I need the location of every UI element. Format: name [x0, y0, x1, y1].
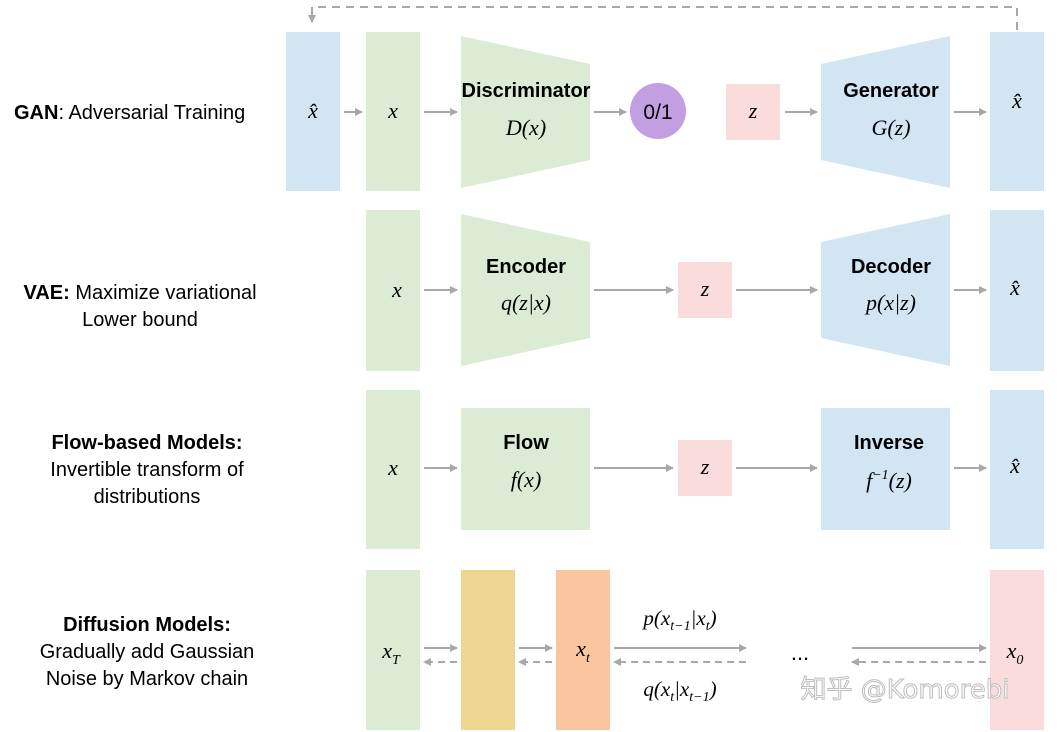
vae-row: VAE: Maximize variational Lower bound x … [23, 210, 1044, 371]
xt-label: xt [575, 636, 591, 666]
flow-row: Flow-based Models: Invertible transform … [50, 390, 1044, 549]
encoder-title: Encoder [486, 256, 566, 278]
flow-title: Flow [503, 432, 549, 454]
flow-label-line3: distributions [94, 486, 201, 508]
feedback-loop-arrow [308, 6, 1018, 30]
watermark: 知乎 @Komorebi [800, 675, 1009, 705]
vae-z-label: z [700, 276, 710, 301]
vae-z-box [678, 262, 732, 318]
gan-label: GAN: Adversarial Training [14, 102, 245, 124]
gan-z-box [726, 84, 780, 140]
output-circle [630, 83, 686, 139]
vae-x-label: x [391, 277, 402, 302]
x0-box [990, 570, 1044, 730]
vae-x-box [366, 210, 420, 371]
vae-label-line1: VAE: Maximize variational [23, 282, 256, 304]
diffusion-label-line2: Gradually add Gaussian [40, 641, 255, 663]
gan-z-label: z [748, 98, 758, 123]
flow-label-line1: Flow-based Models: [51, 432, 242, 454]
vae-label-line2: Lower bound [82, 309, 198, 331]
discriminator-title: Discriminator [462, 80, 591, 102]
diffusion-row: Diffusion Models: Gradually add Gaussian… [40, 570, 1044, 730]
gan-xhat-output-box [990, 32, 1044, 191]
decoder-fn: p(x|z) [864, 290, 916, 315]
inverse-title: Inverse [854, 432, 924, 454]
ellipsis: ... [791, 640, 809, 665]
flow-xhat-label: x̂ [1009, 453, 1020, 478]
discriminator-fn: D(x) [505, 115, 546, 140]
gan-row: GAN: Adversarial Training x̂ x Discrimin… [14, 6, 1044, 191]
flow-label-line2: Invertible transform of [50, 459, 244, 481]
flow-fn: f(x) [511, 467, 542, 492]
flow-xhat-box [990, 390, 1044, 549]
inverse-fn: f−1(z) [866, 468, 912, 493]
decoder-title: Decoder [851, 256, 931, 278]
xT-label: xT [381, 638, 401, 668]
vae-xhat-label: x̂ [1009, 275, 1020, 300]
generator-trapezoid [821, 36, 950, 188]
gan-xhat-output-label: x̂ [1011, 88, 1022, 113]
inverse-box [821, 408, 950, 530]
encoder-fn: q(z|x) [501, 290, 551, 315]
xT-box [366, 570, 420, 730]
flow-z-box [678, 440, 732, 496]
decoder-trapezoid [821, 214, 950, 366]
reverse-process-label: p(xt−1|xt) [641, 606, 716, 634]
x0-label: x0 [1006, 638, 1024, 668]
generator-title: Generator [843, 80, 939, 102]
flow-box [461, 408, 590, 530]
flow-z-label: z [700, 454, 710, 479]
gan-xhat-input-box [286, 32, 340, 191]
gan-xhat-input-label: x̂ [307, 98, 318, 123]
gan-x-label: x [387, 98, 398, 123]
flow-x-box [366, 390, 420, 549]
encoder-trapezoid [461, 214, 590, 366]
vae-xhat-box [990, 210, 1044, 371]
gan-x-box [366, 32, 420, 191]
diffusion-label-line3: Noise by Markov chain [46, 668, 248, 690]
xt-box [556, 570, 610, 730]
flow-x-label: x [387, 455, 398, 480]
forward-process-label: q(xt|xt−1) [643, 677, 716, 705]
diffusion-label-line1: Diffusion Models: [63, 614, 231, 636]
intermediate-state-box [461, 570, 515, 730]
generator-fn: G(z) [871, 115, 910, 140]
output-label: 0/1 [643, 101, 672, 124]
discriminator-trapezoid [461, 36, 590, 188]
